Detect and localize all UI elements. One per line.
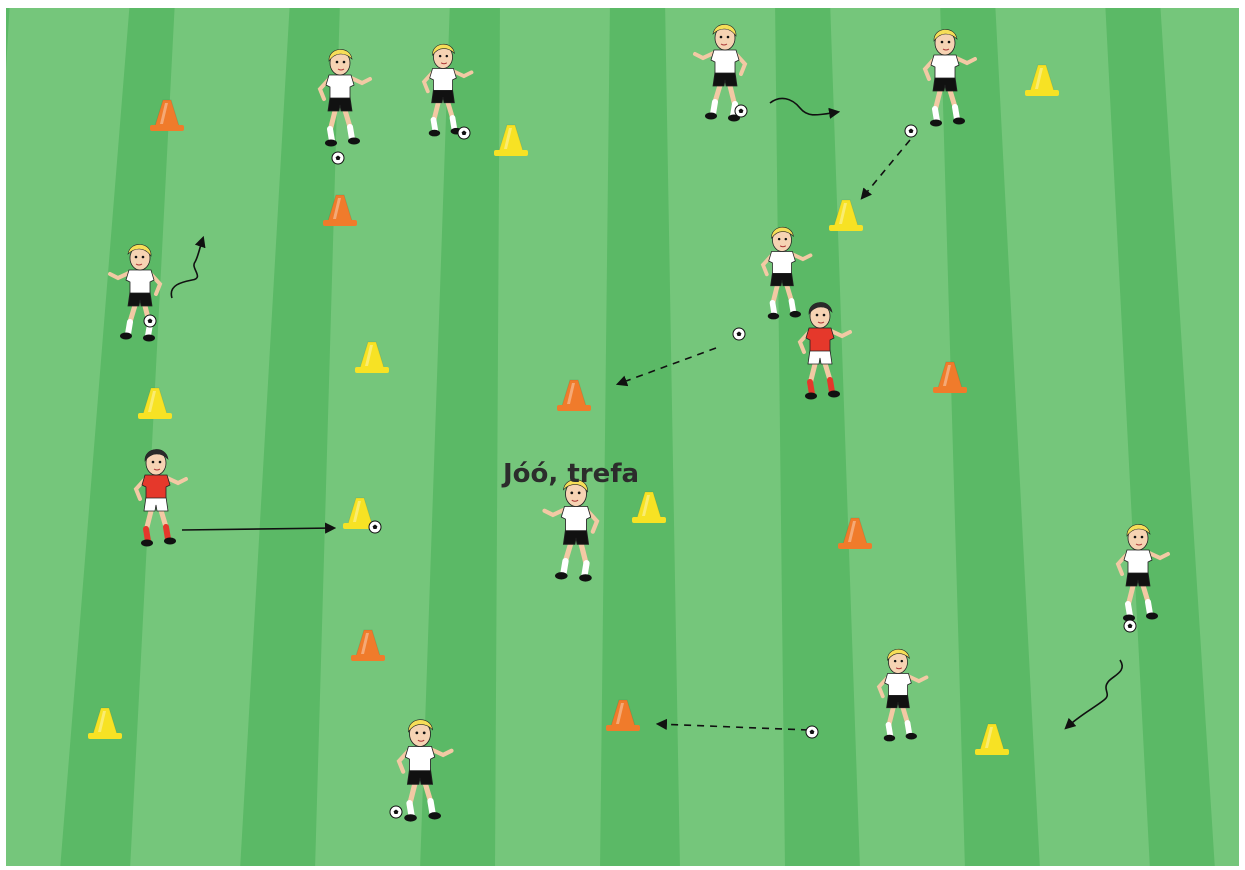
ball-icon: [390, 806, 402, 818]
ball-icon: [458, 127, 470, 139]
drill-caption: Jóó, trefa: [501, 459, 639, 489]
ball-icon: [332, 152, 344, 164]
ball-icon: [733, 328, 745, 340]
grass-stripe: [665, 0, 785, 870]
ball-icon: [735, 105, 747, 117]
ball-icon: [905, 125, 917, 137]
ball-icon: [369, 521, 381, 533]
ball-icon: [806, 726, 818, 738]
ball-icon: [144, 315, 156, 327]
ball-icon: [1124, 620, 1136, 632]
